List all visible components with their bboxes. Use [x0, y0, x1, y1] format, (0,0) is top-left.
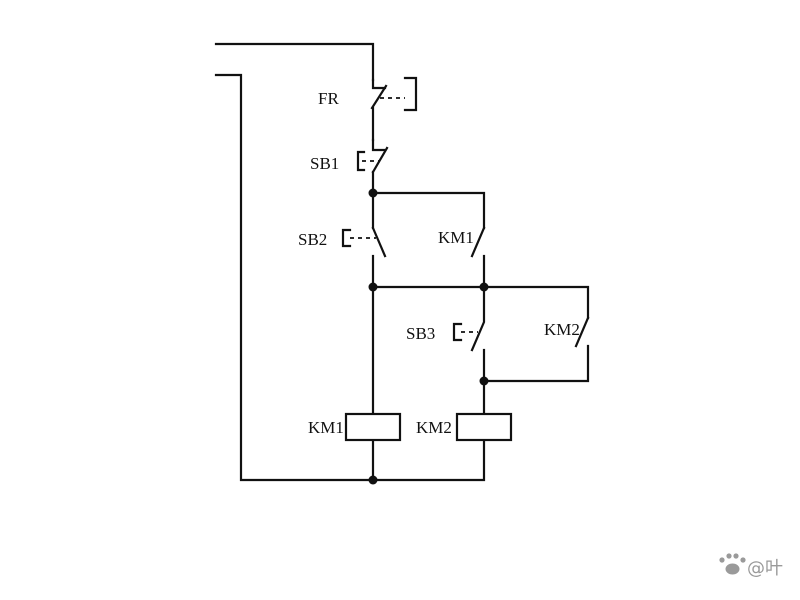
- watermark-text: @叶: [747, 558, 783, 579]
- km2-aux-contact: [482, 316, 590, 383]
- km2-contact-label: KM2: [544, 320, 580, 339]
- km2-coil: [455, 412, 513, 442]
- left-return-rail: [214, 73, 486, 482]
- sb2-label: SB2: [298, 230, 327, 249]
- paw-logo-icon: [719, 553, 746, 575]
- middle-bus-wire: [371, 285, 590, 320]
- km1-coil: [344, 412, 402, 442]
- sb3-contact: [452, 285, 486, 383]
- km2-coil-label: KM2: [416, 418, 452, 437]
- sb1-contact: [356, 138, 389, 230]
- sb2-contact: [341, 226, 387, 289]
- fr-label: FR: [318, 89, 339, 108]
- watermark: @叶: [719, 553, 783, 579]
- top-supply-rail: [214, 42, 375, 82]
- sb3-label: SB3: [406, 324, 435, 343]
- km1-coil-label: KM1: [308, 418, 344, 437]
- km1-branch-wire: [371, 191, 486, 230]
- sb1-label: SB1: [310, 154, 339, 173]
- fr-contact: [370, 76, 418, 142]
- junction-node: [368, 475, 378, 485]
- km1-contact-label: KM1: [438, 228, 474, 247]
- km1-aux-contact: [470, 226, 486, 289]
